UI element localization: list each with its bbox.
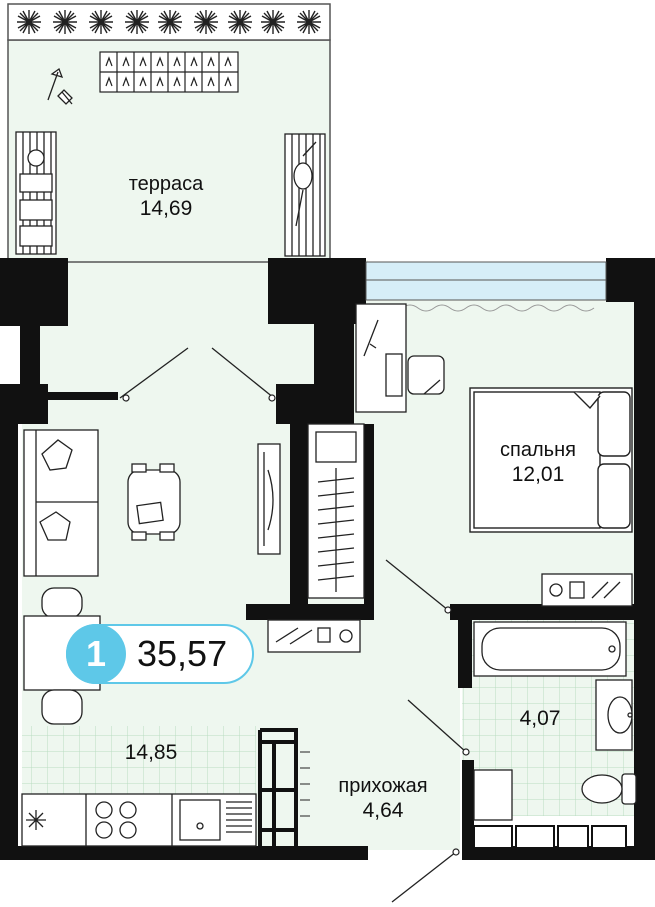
total-area: 35,57	[137, 633, 228, 674]
terrace-name: терраса	[128, 173, 204, 195]
snowflake-icon	[26, 810, 46, 830]
seedling-trays	[99, 51, 239, 93]
rooms-count-badge: 1	[66, 624, 126, 684]
sofa	[23, 429, 99, 577]
hall-rack	[258, 728, 298, 846]
bathtub	[473, 621, 627, 677]
plant-icons	[17, 10, 321, 34]
bath-exterior-blocks	[473, 825, 627, 849]
curtain	[369, 304, 595, 312]
tv-unit	[257, 443, 281, 555]
walls	[0, 258, 655, 860]
window	[365, 261, 607, 301]
hall-rack-dashes	[300, 751, 310, 817]
coffee-table	[127, 463, 181, 541]
terrace-area: 14,69	[139, 197, 193, 220]
hall-shelf	[267, 619, 361, 653]
kitchen-tile-floor	[22, 726, 256, 794]
door-hinges	[122, 394, 470, 856]
sun-lounger-left	[15, 131, 57, 255]
toilet	[581, 773, 637, 805]
hallway-name: прихожая	[338, 775, 428, 797]
washbasin	[595, 679, 633, 751]
hallway-area: 4,64	[362, 799, 404, 822]
doors	[119, 347, 467, 903]
washing-machine	[473, 769, 513, 821]
living-area: 14,85	[124, 741, 178, 764]
garden-tools-icon	[47, 67, 73, 105]
bedroom-label: спальня 12,01	[476, 438, 600, 488]
sun-lounger-right	[284, 133, 326, 257]
wardrobe	[307, 423, 365, 599]
bedroom-name: спальня	[500, 439, 576, 461]
terrace-label: терраса 14,69	[96, 172, 236, 222]
bedroom-area: 12,01	[511, 463, 565, 486]
hallway-label: прихожая 4,64	[310, 774, 456, 824]
dresser	[541, 573, 633, 607]
double-bed	[469, 387, 633, 533]
desk	[355, 303, 445, 413]
kitchen-counter	[21, 793, 257, 847]
bathroom-area: 4,07	[519, 707, 561, 730]
